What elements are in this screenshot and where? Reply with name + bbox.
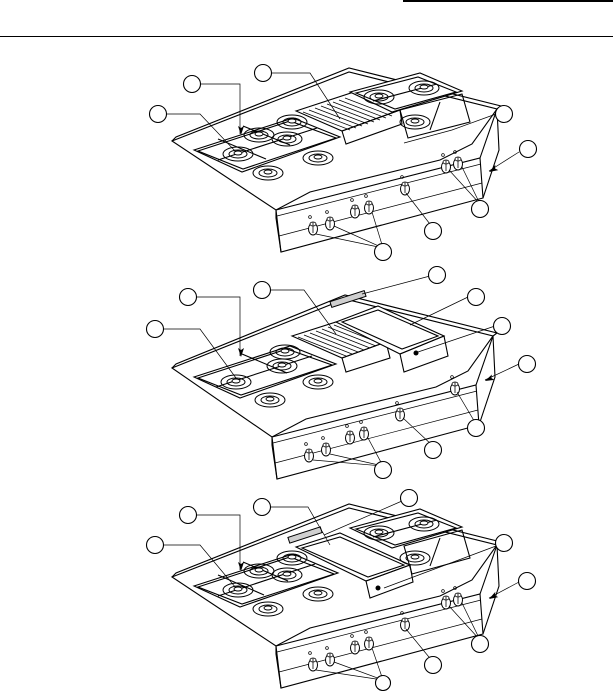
rangetop-6-burner-grill xyxy=(148,63,538,262)
callout-circle xyxy=(423,655,443,675)
callout-circle xyxy=(494,104,514,124)
callout-circle xyxy=(492,316,512,336)
callout-circle xyxy=(252,280,272,300)
callout-circle xyxy=(178,505,198,525)
header-rule-short xyxy=(403,0,613,2)
callout-circle xyxy=(399,488,419,508)
callout-circle xyxy=(423,440,443,460)
callout-circle xyxy=(423,221,443,241)
callout-circle xyxy=(518,139,538,159)
callout-circle xyxy=(252,497,272,517)
callout-circle xyxy=(466,418,486,438)
callout-circle xyxy=(373,460,393,480)
callout-circle xyxy=(148,104,168,124)
callout-circle xyxy=(466,287,486,307)
callout-circle xyxy=(470,634,490,654)
callout-circle xyxy=(494,533,514,553)
rangetop-4-burner-grill-griddle xyxy=(145,265,537,480)
callout-circle xyxy=(182,74,202,94)
callout-circle xyxy=(517,571,537,591)
callout-circle xyxy=(374,674,392,691)
callout-circle xyxy=(253,63,273,83)
callout-circle xyxy=(145,319,165,339)
callout-circle xyxy=(427,265,447,285)
callout-circle xyxy=(178,287,198,307)
header-rule xyxy=(0,36,613,37)
callout-circle xyxy=(145,535,165,555)
callout-circle xyxy=(470,199,490,219)
rangetop-6-burner-griddle xyxy=(145,488,537,691)
callout-circle xyxy=(517,354,537,374)
callout-circle xyxy=(373,242,393,262)
